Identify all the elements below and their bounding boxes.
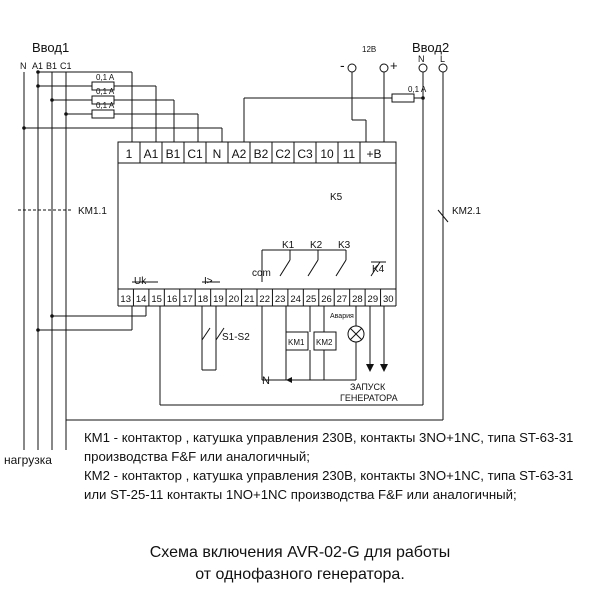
km11-label: KM1.1 [78, 206, 107, 217]
terminal-bottom-label: 15 [151, 294, 162, 305]
input1-line-c1: C1 [60, 61, 72, 71]
supply-label: 12В [362, 45, 376, 54]
fuse-label: 0,1 A [96, 73, 115, 82]
neutral-label: N [262, 375, 270, 387]
terminal-top-label: N [213, 147, 222, 161]
caption-line-1: Схема включения AVR-02-G для работы [149, 544, 451, 561]
terminal-bottom-label: 21 [244, 294, 255, 305]
generator-start-label: ЗАПУСК [350, 382, 386, 392]
input1-line-n: N [20, 61, 27, 71]
input2-line-l: L [440, 54, 445, 64]
terminal-bottom-label: 28 [352, 294, 363, 305]
k5-label: K5 [330, 192, 343, 203]
terminal-top-label: B1 [166, 147, 181, 161]
caption-line-2: от однофазного генератора. [195, 566, 405, 583]
k3-label: K3 [338, 240, 351, 251]
input1-line-a1: A1 [32, 61, 43, 71]
plus-sign: + [390, 58, 398, 73]
terminal-top-label: A1 [144, 147, 159, 161]
note-km2: КМ2 - контактор , катушка управления 230… [84, 468, 574, 502]
uk-label: Uk [134, 276, 147, 287]
alarm-label: Авария [330, 313, 354, 320]
terminal-bottom-label: 30 [383, 294, 394, 305]
terminal-bottom-label: 29 [368, 294, 379, 305]
overcurrent-label: I> [204, 276, 213, 287]
input2-line-n: N [418, 54, 425, 64]
input1-line-b1: B1 [46, 61, 57, 71]
terminal-bottom-label: 17 [182, 294, 193, 305]
com-label: com [252, 268, 271, 279]
terminal-top-label: 1 [126, 147, 133, 161]
terminal-bottom-label: 25 [306, 294, 317, 305]
s1s2-label: S1-S2 [222, 332, 250, 343]
terminal-top-label: C3 [297, 147, 313, 161]
note-km1: КМ1 - контактор , катушка управления 230… [84, 430, 574, 464]
terminal-bottom-label: 16 [167, 294, 178, 305]
terminal-top-label: 10 [320, 147, 334, 161]
terminal-bottom-label: 26 [321, 294, 332, 305]
input2-label: Ввод2 [412, 40, 449, 55]
fuse-label: 0,1 A [408, 85, 427, 94]
input1-label: Ввод1 [32, 40, 69, 55]
terminal-bottom-label: 14 [136, 294, 147, 305]
terminal-bottom-label: 24 [290, 294, 301, 305]
k1-label: K1 [282, 240, 295, 251]
terminal-bottom-label: 27 [337, 294, 348, 305]
terminal-bottom-label: 20 [229, 294, 240, 305]
terminal-top-label: B2 [254, 147, 269, 161]
fuse-label: 0,1 A [96, 87, 115, 96]
terminal-bottom-label: 22 [259, 294, 270, 305]
terminal-strip-bottom: 13 14 15 16 17 18 19 20 21 22 23 24 25 26 27 28 29 30 [120, 289, 394, 306]
terminal-bottom-label: 23 [275, 294, 286, 305]
terminal-top-label: C2 [275, 147, 291, 161]
terminal-bottom-label: 19 [213, 294, 224, 305]
terminal-bottom-label: 18 [198, 294, 209, 305]
km1-coil-label: KM1 [288, 338, 305, 347]
terminal-top-label: C1 [187, 147, 203, 161]
terminal-bottom-label: 13 [120, 294, 131, 305]
terminal-strip-top: 1 A1 B1 C1 N A2 B2 C2 C3 10 11 +B [126, 142, 382, 163]
terminal-top-label: +B [366, 147, 381, 161]
terminal-top-label: 11 [343, 147, 356, 161]
fuse-label: 0,1 A [96, 101, 115, 110]
k2-label: K2 [310, 240, 323, 251]
minus-sign: - [340, 57, 345, 73]
km2-coil-label: KM2 [316, 338, 333, 347]
load-label: нагрузка [4, 453, 52, 467]
generator-start-label: ГЕНЕРАТОРА [340, 393, 398, 403]
terminal-top-label: A2 [232, 147, 247, 161]
k4-label: K4 [372, 264, 385, 275]
km21-label: KM2.1 [452, 206, 481, 217]
